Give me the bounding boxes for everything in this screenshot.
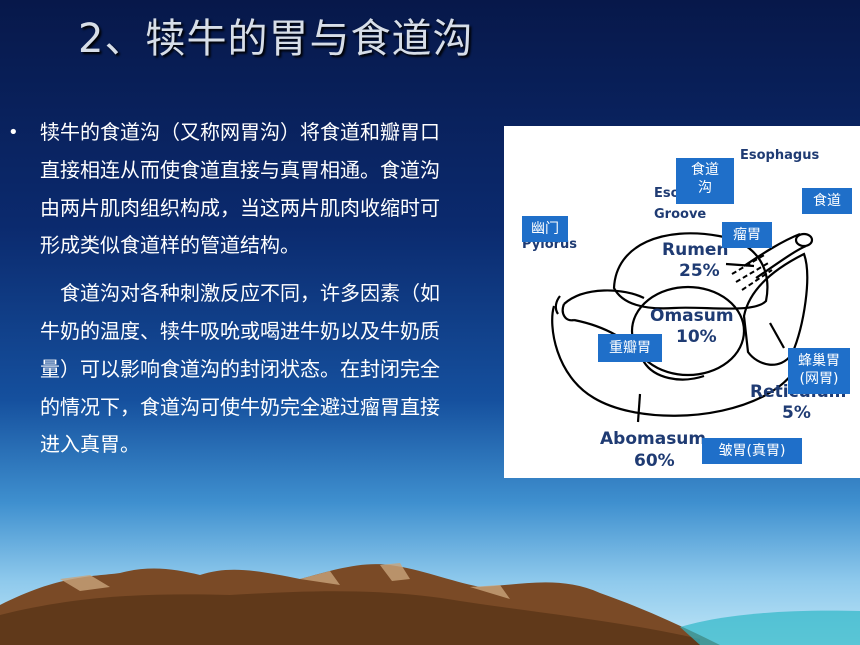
label-groove-cn: 食道 沟 [676, 158, 734, 204]
label-groove-en-a: Eso [654, 186, 680, 201]
label-reticulum-pct: 5% [782, 403, 811, 423]
label-reticulum-cn-line1: 蜂巢胃 [798, 353, 840, 369]
label-rumen-en: Rumen [662, 240, 729, 260]
label-esophagus-cn: 食道 [802, 188, 852, 214]
label-esophagus-en: Esophagus [740, 148, 820, 163]
mountain-landscape [0, 563, 860, 645]
label-groove-en-b: Groove [654, 207, 707, 222]
label-groove-cn-line2: 沟 [698, 180, 712, 196]
body-text: • 犊牛的食道沟（又称网胃沟）将食道和瓣胃口直接相连从而使食道直接与真胃相通。食… [8, 114, 450, 464]
label-reticulum-cn: 蜂巢胃 (网胃) [788, 348, 850, 394]
stomach-diagram: Esophagus Eso Groove Pylorus Rumen 25% O… [504, 126, 860, 478]
label-reticulum-cn-line2: (网胃) [799, 371, 839, 387]
label-groove-cn-line1: 食道 [691, 162, 719, 178]
label-rumen-cn: 瘤胃 [722, 222, 772, 248]
label-pylorus-cn: 幽门 [522, 216, 568, 242]
slide-title: 2、犊牛的胃与食道沟 [78, 16, 474, 62]
label-omasum-en: Omasum [650, 306, 734, 326]
paragraph-1: 犊牛的食道沟（又称网胃沟）将食道和瓣胃口直接相连从而使食道直接与真胃相通。食道沟… [40, 120, 440, 258]
label-rumen-pct: 25% [679, 261, 720, 281]
label-omasum-cn: 重瓣胃 [598, 334, 662, 362]
label-abomasum-cn: 皱胃(真胃) [702, 438, 802, 464]
label-abomasum-pct: 60% [634, 451, 675, 471]
label-omasum-pct: 10% [676, 327, 717, 347]
label-abomasum-en: Abomasum [600, 429, 707, 449]
bullet-point: • [8, 122, 19, 143]
paragraph-2: 食道沟对各种刺激反应不同，许多因素（如牛奶的温度、犊牛吸吮或喝进牛奶以及牛奶质量… [40, 281, 440, 457]
